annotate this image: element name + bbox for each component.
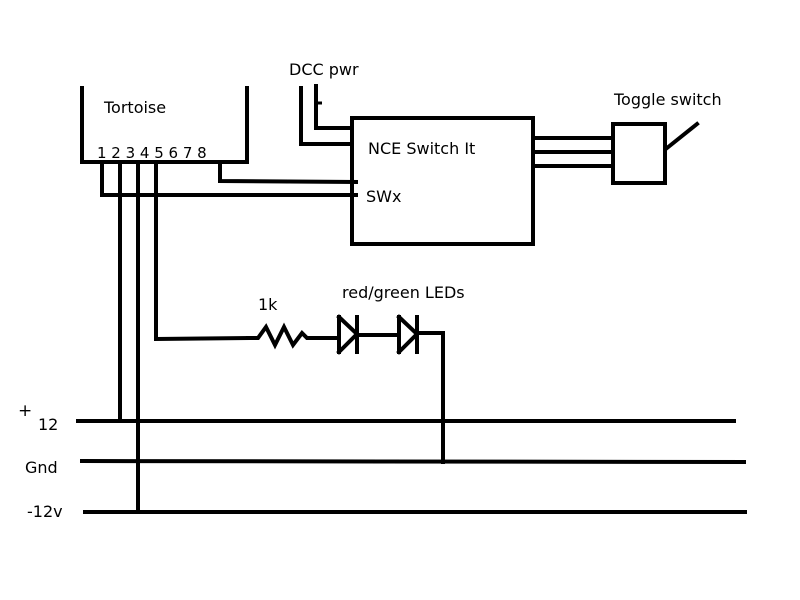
leds-label: red/green LEDs: [342, 283, 465, 302]
toggle-switch-body: [611, 122, 667, 185]
plus-12-label: 12: [38, 415, 59, 434]
dcc-wire-inner: [314, 84, 354, 130]
dcc-wire-outer: [299, 86, 354, 146]
toggle-lever: [664, 121, 700, 151]
green-led-symbol: [396, 314, 420, 355]
toggle-switch-label: Toggle switch: [614, 90, 722, 109]
ground-rail: [79, 458, 747, 465]
minus-12v-label: -12v: [27, 502, 63, 521]
pin-1-wire: [100, 161, 358, 197]
tortoise-title: Tortoise: [104, 98, 167, 117]
resistor-symbol: [246, 322, 338, 350]
switch-it-label: NCE Switch It: [368, 139, 476, 158]
tortoise-outline: [80, 86, 249, 164]
switch-it-port-label: SWx: [366, 187, 402, 206]
led-return-wire: [415, 331, 445, 464]
dcc-power-label: DCC pwr: [289, 60, 359, 79]
red-led-symbol: [336, 314, 360, 355]
plus-symbol-label: +: [18, 401, 33, 421]
pin-4-wire: [154, 161, 251, 342]
ground-label: Gnd: [25, 458, 58, 477]
switch-it-box: [350, 116, 535, 246]
pin-8-wire: [218, 161, 359, 185]
tortoise-pin-numbers: 1 2 3 4 5 6 7 8: [97, 144, 207, 162]
resistor-label: 1k: [258, 295, 278, 314]
